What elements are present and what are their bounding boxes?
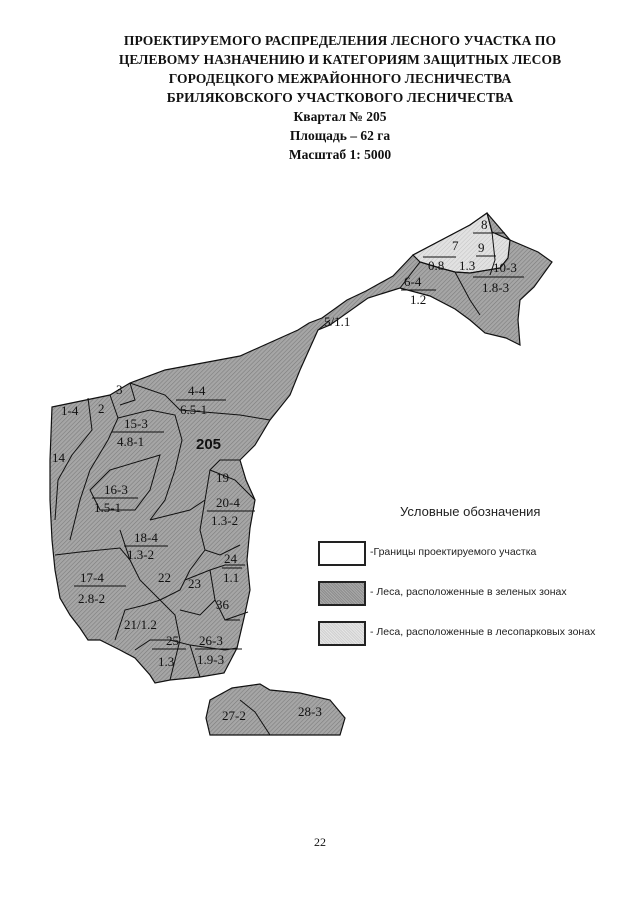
legend-title: Условные обозначения [400, 504, 541, 519]
plot-label-10-top: 10-3 [493, 260, 517, 275]
title-line-4: БРИЛЯКОВСКОГО УЧАСТКОВОГО ЛЕСНИЧЕСТВА [166, 90, 514, 105]
plot-label-20-bottom: 1.3-2 [211, 513, 238, 528]
legend-swatch-green-zone [318, 581, 366, 606]
plot-label-36: 36 [216, 597, 230, 612]
title-line-3: ГОРОДЕЦКОГО МЕЖРАЙОННОГО ЛЕСНИЧЕСТВА [168, 71, 512, 86]
plot-label-2: 2 [98, 401, 105, 416]
legend-item-green-zones: - Леса, расположенные в зеленых зонах [318, 581, 618, 621]
plot-label-21: 21/1.2 [124, 617, 157, 632]
plot-label-17-bottom: 2.8-2 [78, 591, 105, 606]
legend-item-park-zones: - Леса, расположенные в лесопарковых зон… [318, 621, 618, 661]
map-legend: Условные обозначения -Границы проектируе… [318, 504, 618, 661]
title-line-1: ПРОЕКТИРУЕМОГО РАСПРЕДЕЛЕНИЯ ЛЕСНОГО УЧА… [123, 33, 557, 48]
plot-label-17-top: 17-4 [80, 570, 104, 585]
area: Площадь – 62 га [289, 128, 391, 143]
plot-label-6-bottom: 1.2 [410, 292, 426, 307]
plot-label-1: 1-4 [61, 403, 79, 418]
plot-label-26-top: 26-3 [199, 633, 223, 648]
title-line-2: ЦЕЛЕВОМУ НАЗНАЧЕНИЮ И КАТЕГОРИЯМ ЗАЩИТНЫ… [118, 52, 562, 67]
plot-label-26-bottom: 1.9-3 [197, 652, 224, 667]
page-number: 22 [314, 835, 326, 849]
plot-label-4-top: 4-4 [188, 383, 206, 398]
plot-label-14: 14 [52, 450, 66, 465]
plot-label-22: 22 [158, 570, 171, 585]
legend-label-boundary: -Границы проектируемого участка [370, 546, 537, 558]
plot-label-24: 24 [224, 551, 238, 566]
scale: Масштаб 1: 5000 [288, 147, 392, 162]
quarter-number: Квартал № 205 [293, 109, 387, 124]
legend-swatch-boundary [318, 541, 366, 566]
legend-item-boundaries: -Границы проектируемого участка [318, 541, 618, 581]
legend-label-green-zone: - Леса, расположенные в зеленых зонах [370, 586, 567, 598]
plot-label-16-top: 16-3 [104, 482, 128, 497]
plot-label-6-top: 6-4 [404, 274, 422, 289]
plot-label-23: 23 [188, 576, 201, 591]
legend-label-park-zone: - Леса, расположенные в лесопарковых зон… [370, 626, 596, 638]
plot-label-15-bottom: 4.8-1 [117, 434, 144, 449]
plot-label-7-bottom: 0.8 [428, 258, 444, 273]
plot-label-25-top: 25 [166, 633, 179, 648]
green-zone-main [49, 212, 553, 684]
plot-label-16-bottom: 1.5-1 [94, 500, 121, 515]
plot-boundaries [54, 212, 509, 736]
plot-labels: 1-4 2 3 4-4 6.5-1 15-3 4.8-1 205 14 16-3… [52, 217, 517, 723]
plot-label-18-top: 18-4 [134, 530, 158, 545]
fraction-lines [74, 232, 524, 650]
plot-label-28: 28-3 [298, 704, 322, 719]
plot-label-20-top: 20-4 [216, 495, 240, 510]
green-zone-lower [205, 683, 346, 736]
plot-label-3: 3 [116, 382, 123, 397]
plot-label-9-bottom: 1.3 [459, 258, 475, 273]
plot-label-10-bottom: 1.8-3 [482, 280, 509, 295]
plot-label-4-bottom: 6.5-1 [180, 402, 207, 417]
plot-label-18-bottom: 1.3-2 [127, 547, 154, 562]
plot-label-5: 5/1.1 [324, 314, 350, 329]
plot-label-25-bottom: 1.3 [158, 654, 174, 669]
legend-swatch-park-zone [318, 621, 366, 646]
plot-label-8: 8 [481, 217, 488, 232]
plot-label-15-top: 15-3 [124, 416, 148, 431]
plot-label-19: 19 [216, 470, 229, 485]
plot-label-9-top: 9 [478, 240, 485, 255]
map-title-block: ПРОЕКТИРУЕМОГО РАСПРЕДЕЛЕНИЯ ЛЕСНОГО УЧА… [40, 31, 640, 164]
plot-label-11: 1.1 [223, 570, 239, 585]
plot-label-27: 27-2 [222, 708, 246, 723]
plot-label-7-top: 7 [452, 238, 459, 253]
quarter-label: 205 [196, 436, 221, 453]
